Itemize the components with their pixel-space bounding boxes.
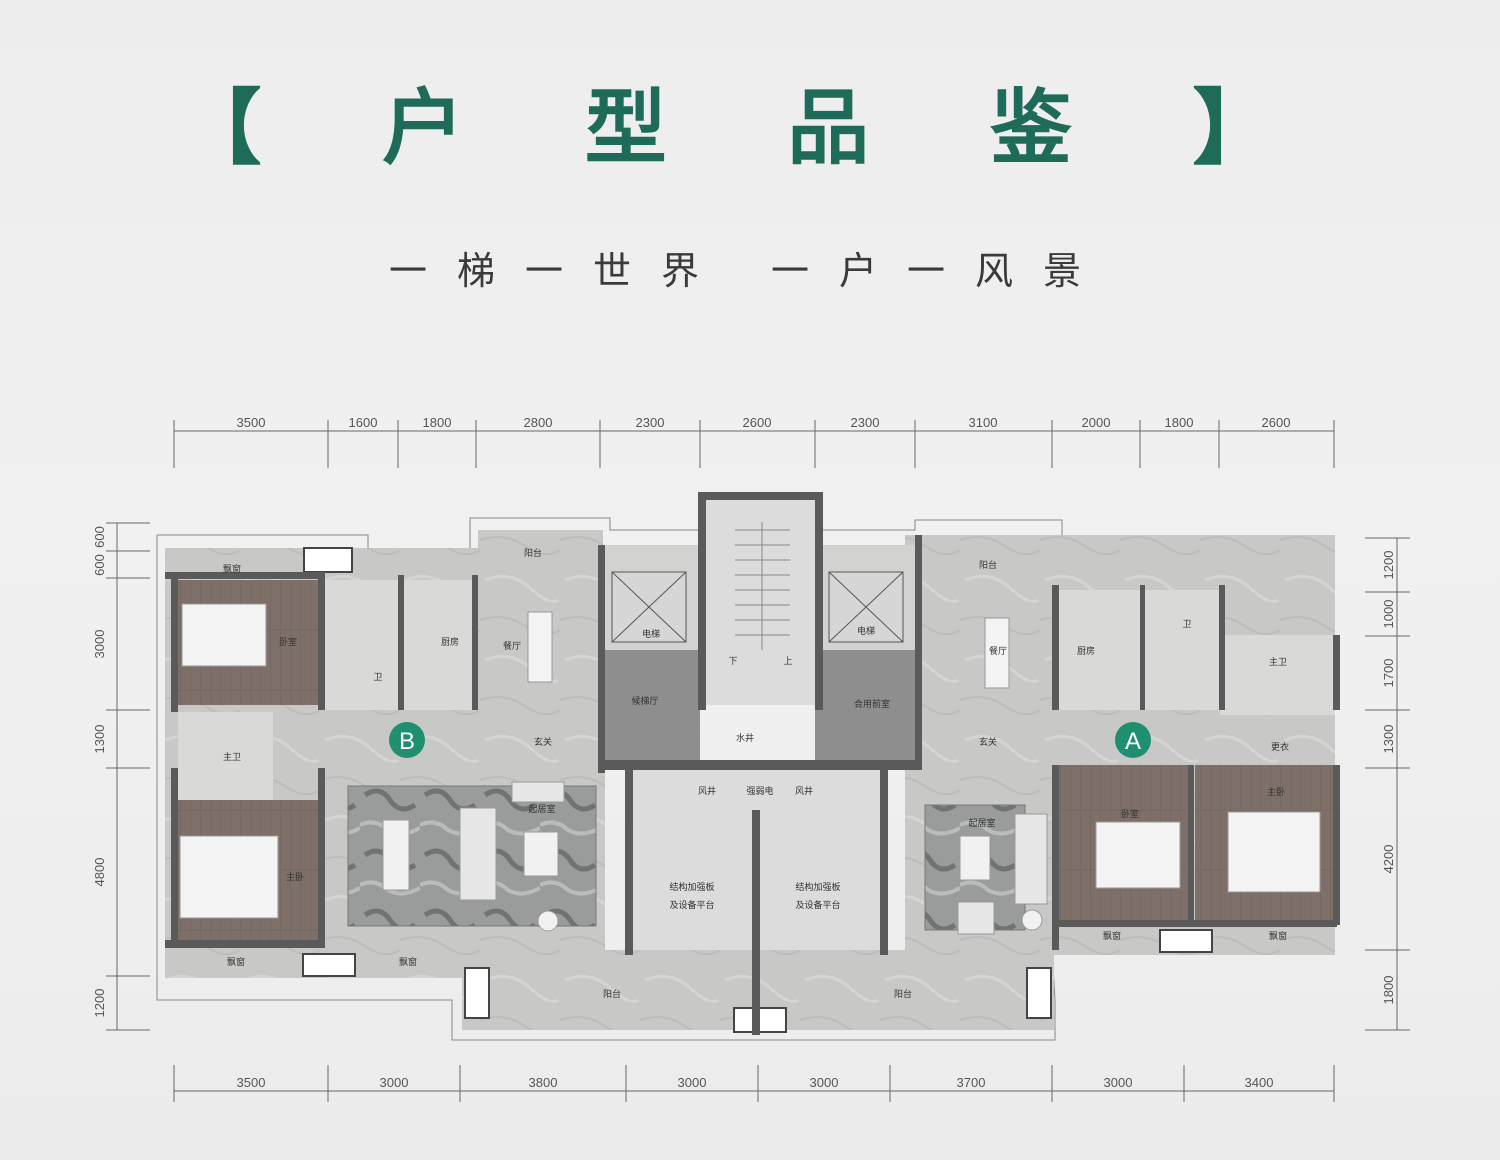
dim-right-4: 1300 (1381, 725, 1396, 754)
label-platform-right-2: 及设备平台 (795, 899, 840, 911)
walls (165, 492, 1340, 1035)
label-b-living: 起居室 (528, 803, 555, 815)
dim-top-7: 2300 (851, 415, 880, 430)
label-elevator-right: 电梯 (857, 625, 875, 637)
label-a-master-bedroom: 主卧 (1267, 786, 1285, 798)
label-b-bathroom: 卫 (373, 673, 382, 683)
dim-bottom-8: 3400 (1245, 1075, 1274, 1090)
label-b-kitchen: 厨房 (441, 636, 459, 648)
dim-left-4: 1300 (92, 725, 107, 754)
dim-left-5: 4800 (92, 858, 107, 887)
page-title: 【 户 型 品 鉴 】 (179, 81, 1321, 176)
unit-a-label: A (1125, 728, 1141, 755)
dim-right-5: 4200 (1381, 845, 1396, 874)
label-b-foyer: 玄关 (534, 736, 552, 748)
label-air-shaft-right: 风井 (795, 785, 813, 797)
dim-top-6: 2600 (743, 415, 772, 430)
label-a-kitchen: 厨房 (1077, 645, 1095, 657)
dim-top-11: 2600 (1262, 415, 1291, 430)
page-subtitle: 一梯一世界 一户一风景 (388, 249, 1112, 293)
label-power-room: 强弱电 (746, 785, 773, 797)
label-balcony-bottom-right: 阳台 (894, 988, 912, 1000)
label-a-bay-window-2: 飘窗 (1269, 930, 1287, 942)
dim-left-1: 600 (92, 526, 107, 548)
dim-top-5: 2300 (636, 415, 665, 430)
dim-top-9: 2000 (1082, 415, 1111, 430)
dim-right-6: 1800 (1381, 976, 1396, 1005)
unit-a-badge: A (1115, 722, 1151, 758)
dim-top-4: 2800 (524, 415, 553, 430)
label-platform-left-1: 结构加强板 (669, 881, 714, 893)
dim-bottom-2: 3000 (380, 1075, 409, 1090)
dim-left-3: 3000 (92, 630, 107, 659)
dim-bottom-6: 3700 (957, 1075, 986, 1090)
label-water-shaft: 水井 (736, 732, 754, 744)
label-platform-right-1: 结构加强板 (795, 881, 840, 893)
dim-top-2: 1600 (349, 415, 378, 430)
dimension-bottom: 3500 3000 3800 3000 3000 3700 3000 3400 (173, 1065, 1335, 1102)
label-platform-left-2: 及设备平台 (669, 899, 714, 911)
dimension-right: 1200 1000 1700 1300 4200 1800 (1365, 537, 1410, 1031)
label-balcony-bottom-left: 阳台 (603, 988, 621, 1000)
label-stair-down: 下 (728, 657, 737, 667)
dimension-top: 3500 1600 1800 2800 2300 2600 2300 3100 … (173, 415, 1335, 468)
label-stair-up: 上 (783, 656, 792, 667)
dimension-left: 600 600 3000 1300 4800 1200 (92, 522, 150, 1031)
label-shared-front-room: 合用前室 (854, 698, 890, 710)
dim-bottom-1: 3500 (237, 1075, 266, 1090)
dim-right-1: 1200 (1381, 551, 1396, 580)
label-a-balcony-top: 阳台 (979, 559, 997, 571)
dim-bottom-4: 3000 (678, 1075, 707, 1090)
label-b-bay-window-top: 飘窗 (223, 563, 241, 575)
label-a-bedroom: 卧室 (1121, 808, 1139, 820)
label-elevator-hall: 候梯厅 (631, 695, 658, 707)
dim-left-2: 600 (92, 554, 107, 576)
dim-left-6: 1200 (92, 989, 107, 1018)
dim-top-10: 1800 (1165, 415, 1194, 430)
dim-right-2: 1000 (1381, 600, 1396, 629)
label-b-master-bath: 主卫 (223, 751, 241, 763)
furniture (179, 522, 1321, 1033)
room-labels: 飘窗 卧室 卫 厨房 餐厅 阳台 主卫 玄关 起居室 主卧 飘窗 飘窗 电梯 电… (223, 547, 1289, 1000)
label-b-dining: 餐厅 (503, 640, 521, 652)
dim-right-3: 1700 (1381, 659, 1396, 688)
label-b-balcony-top: 阳台 (524, 547, 542, 559)
unit-b-label: B (399, 728, 415, 755)
label-a-master-bath: 主卫 (1269, 656, 1287, 668)
label-b-bedroom: 卧室 (279, 636, 297, 648)
dim-bottom-5: 3000 (810, 1075, 839, 1090)
label-a-bathroom: 卫 (1182, 620, 1191, 630)
unit-b-badge: B (389, 722, 425, 758)
label-a-foyer: 玄关 (979, 736, 997, 748)
dim-top-3: 1800 (423, 415, 452, 430)
label-air-shaft-left: 风井 (698, 785, 716, 797)
label-a-closet: 更衣 (1271, 741, 1289, 753)
label-b-bay-window-bottom-1: 飘窗 (227, 956, 245, 968)
label-elevator-left: 电梯 (642, 628, 660, 640)
dim-bottom-3: 3800 (529, 1075, 558, 1090)
label-a-dining: 餐厅 (989, 645, 1007, 657)
dim-top-8: 3100 (969, 415, 998, 430)
dim-top-1: 3500 (237, 415, 266, 430)
label-a-bay-window-1: 飘窗 (1103, 930, 1121, 942)
label-b-master-bedroom: 主卧 (286, 871, 304, 883)
label-a-living: 起居室 (968, 817, 995, 829)
label-b-bay-window-bottom-2: 飘窗 (399, 956, 417, 968)
dim-bottom-7: 3000 (1104, 1075, 1133, 1090)
